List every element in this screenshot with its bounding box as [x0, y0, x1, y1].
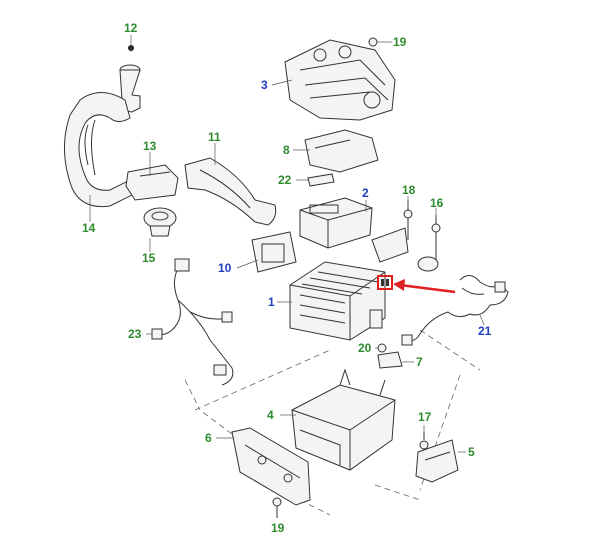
part-1-main-module: [277, 261, 386, 341]
callout-17: 17: [418, 410, 432, 424]
part-21-wiring-harness: [401, 275, 509, 346]
part-8-heat-shield: [293, 129, 379, 173]
callout-14: 12: [124, 21, 138, 35]
bracket-near-18: [371, 227, 409, 263]
part-11-air-duct: [184, 143, 277, 226]
part-3-intake-manifold: [271, 39, 396, 121]
callout-11: 11: [208, 130, 221, 144]
part-12-duct-joint: [125, 152, 179, 201]
part-13-air-hose: [63, 92, 133, 222]
callout-8: 8: [283, 143, 290, 157]
callout-6: 6: [205, 431, 212, 445]
part-4-mounting-tray: [280, 368, 396, 471]
callout-13: 14: [82, 221, 96, 235]
highlight-connector: [377, 275, 393, 290]
highlight-arrow: [393, 279, 456, 294]
part-18-stud: [403, 196, 413, 240]
callout-1: 1: [268, 295, 275, 309]
callout-22: 22: [278, 173, 292, 187]
part-10-duct-bracket: [236, 231, 297, 273]
callout-2: 2: [362, 186, 369, 200]
part-17-bolt: [419, 425, 429, 450]
part-23-harness: [146, 258, 234, 386]
callout-18: 18: [402, 183, 416, 197]
callout-10: 10: [218, 261, 232, 275]
callout-16: 16: [430, 196, 444, 210]
callout-4: 4: [267, 408, 274, 422]
part-15-sensor: [143, 207, 177, 252]
callout-20: 20: [358, 341, 372, 355]
part-19-bolt-top: [368, 37, 392, 47]
part-2-control-module: [299, 197, 373, 249]
part-20-fastener: [375, 343, 387, 353]
part-19-bolt-bottom: [272, 497, 282, 518]
callout-3: 3: [261, 78, 268, 92]
callout-15: 15: [142, 251, 156, 265]
part-5-right-bracket: [415, 439, 466, 483]
callout-19-bottom: 19: [271, 521, 285, 535]
callout-5: 5: [468, 445, 475, 459]
part-7-bracket: [377, 351, 414, 369]
part-22-clip: [296, 173, 335, 187]
part-16-sensor: [417, 208, 441, 272]
callout-12: 13: [143, 139, 157, 153]
part-6-side-bracket: [216, 427, 311, 506]
callout-labels: 12 19 3 11 13 8 22 2 18 16 14 15 10 1 21…: [82, 21, 492, 535]
callout-21: 21: [478, 324, 492, 338]
callout-23: 23: [128, 327, 142, 341]
callout-7: 7: [416, 355, 423, 369]
callout-19-top: 19: [393, 35, 407, 49]
